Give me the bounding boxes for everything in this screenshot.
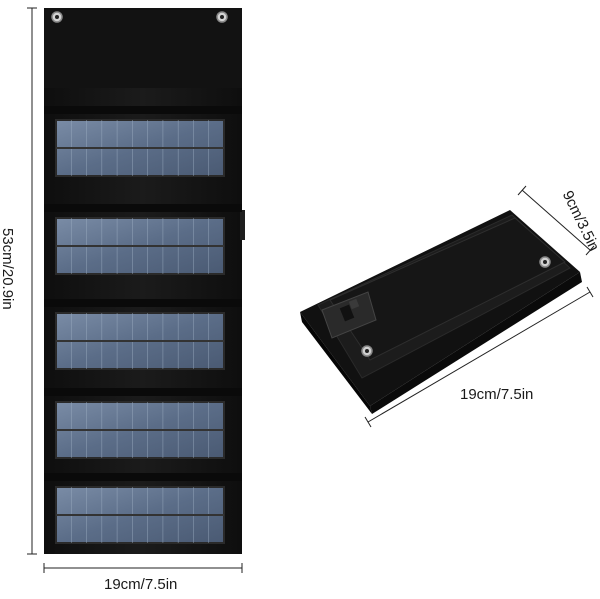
folded-length-label: 19cm/7.5in: [460, 386, 534, 403]
folded-solar-panel: [300, 210, 582, 414]
height-dimension: [27, 7, 37, 555]
fabric-body: [44, 8, 242, 554]
top-flap: [44, 8, 242, 88]
side-tab: [240, 210, 245, 240]
unfolded-solar-panel: [44, 8, 245, 554]
folded-flap: [329, 217, 566, 361]
height-label: 53cm/20.9in: [0, 228, 16, 310]
width-label: 19cm/7.5in: [104, 576, 178, 593]
folded-width-dimension: [517, 185, 595, 256]
width-dimension: [43, 563, 243, 573]
folded-length-dimension: [364, 286, 594, 428]
